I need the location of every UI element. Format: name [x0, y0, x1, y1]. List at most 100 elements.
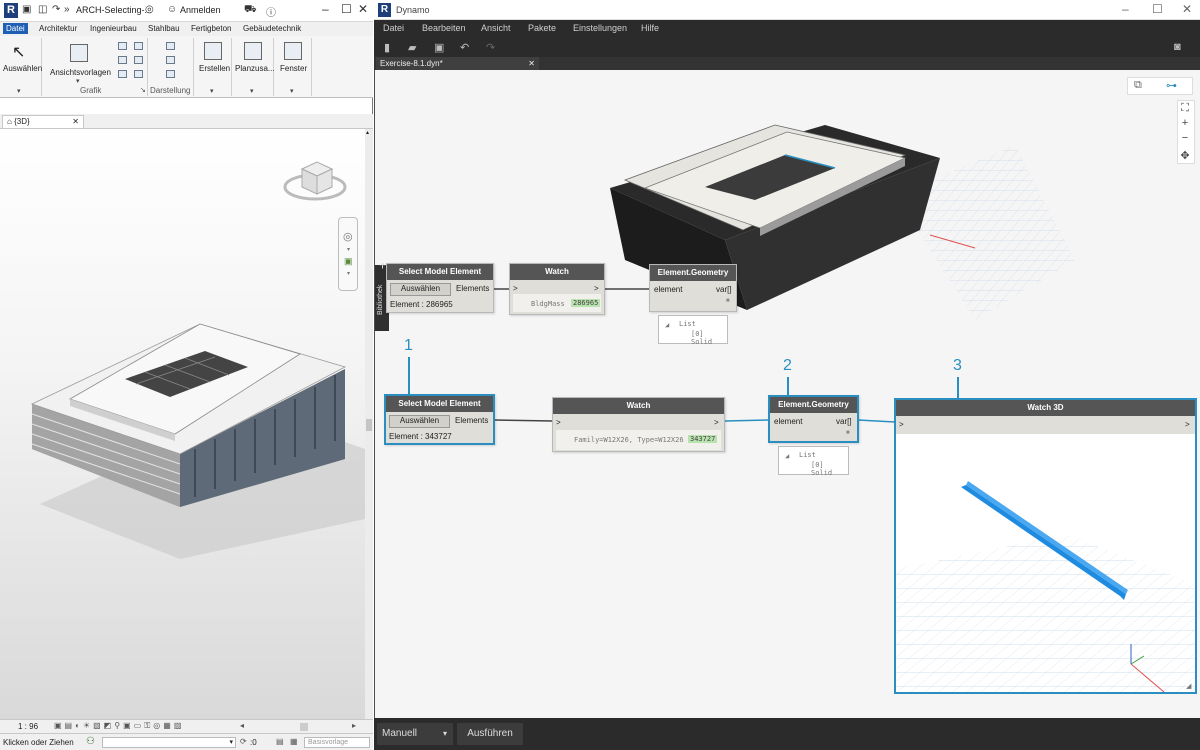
- display-icon-3[interactable]: [166, 70, 175, 78]
- revit-3d-view[interactable]: ◎ ▾ ▣ ▾: [0, 129, 365, 719]
- zoom-in-icon[interactable]: +: [1181, 117, 1189, 129]
- new-file-icon[interactable]: ▮: [384, 42, 391, 54]
- scroll-right-icon[interactable]: ▸: [352, 721, 357, 730]
- output-port[interactable]: >: [1185, 420, 1190, 429]
- chevron-down-icon[interactable]: ▾: [250, 88, 254, 95]
- redo-icon[interactable]: ↷: [486, 42, 496, 54]
- library-tab[interactable]: ➔ Bibliothek: [375, 262, 389, 331]
- binoculars-icon[interactable]: ◎: [145, 4, 154, 15]
- input-port[interactable]: >: [556, 418, 561, 427]
- watch-3d-viewport[interactable]: ◢: [896, 434, 1195, 692]
- fit-view-icon[interactable]: ⛶: [1181, 102, 1189, 114]
- help-icon[interactable]: ⓘ: [266, 8, 276, 19]
- create-label[interactable]: Erstellen: [199, 64, 231, 73]
- tab-fertigbeton[interactable]: Fertigbeton: [191, 24, 232, 33]
- sheet-group[interactable]: Planzusa... ▾: [232, 38, 275, 96]
- view-tab-3d[interactable]: ⌂ {3D} ✕: [2, 115, 84, 128]
- worksets-icon[interactable]: ⚇: [86, 736, 95, 747]
- output-port-var[interactable]: var[]: [836, 417, 852, 426]
- chevron-down-icon[interactable]: ▾: [347, 247, 351, 253]
- steering-wheel-icon[interactable]: ◎: [343, 231, 353, 243]
- tab-ingenieurbau[interactable]: Ingenieurbau: [90, 24, 137, 33]
- more-icon[interactable]: »: [64, 4, 70, 15]
- redo-icon[interactable]: ↷: [52, 4, 61, 15]
- menu-bearbeiten[interactable]: Bearbeiten: [422, 23, 466, 33]
- select-model-element-node-top[interactable]: Select Model Element Auswählen Elements …: [386, 263, 494, 313]
- output-port[interactable]: >: [714, 418, 719, 427]
- view-control-icons[interactable]: ▣▤◐☀▧◩⚲▣▭⚿◎▦▨: [54, 721, 185, 730]
- minimize-icon[interactable]: –: [322, 2, 329, 16]
- window-label[interactable]: Fenster: [280, 64, 308, 73]
- view-scale[interactable]: 1 : 96: [18, 722, 39, 731]
- run-button[interactable]: Ausführen: [457, 723, 523, 745]
- create-group[interactable]: Erstellen ▾: [194, 38, 232, 96]
- user-icon[interactable]: ☺: [167, 4, 178, 15]
- menu-ansicht[interactable]: Ansicht: [481, 23, 511, 33]
- scroll-left-icon[interactable]: ◂: [240, 721, 245, 730]
- geometry-view-icon[interactable]: ⧉: [1134, 79, 1142, 91]
- select-button[interactable]: Auswählen: [390, 283, 451, 296]
- expand-icon[interactable]: ◢: [785, 452, 790, 460]
- close-icon[interactable]: ✕: [358, 2, 369, 16]
- output-port-elements[interactable]: Elements: [456, 284, 490, 293]
- watch-3d-node[interactable]: Watch 3D > > ◢: [894, 398, 1197, 694]
- menu-datei[interactable]: Datei: [383, 23, 405, 33]
- close-tab-icon[interactable]: ✕: [528, 59, 535, 68]
- render-icon[interactable]: [134, 70, 143, 78]
- output-port[interactable]: >: [594, 284, 599, 293]
- navigation-bar[interactable]: ◎ ▾ ▣ ▾: [338, 217, 358, 291]
- lacing-icon[interactable]: ■: [846, 430, 850, 436]
- open-icon[interactable]: ◫: [38, 4, 48, 15]
- tab-stahlbau[interactable]: Stahlbau: [148, 24, 180, 33]
- display-icon-1[interactable]: [166, 42, 175, 50]
- chevron-down-icon[interactable]: ▾: [76, 78, 80, 85]
- element-geometry-node-top[interactable]: Element.Geometry element var[] ■: [649, 264, 737, 312]
- cart-icon[interactable]: ⛟: [244, 4, 257, 15]
- view-cube-icon[interactable]: [282, 149, 352, 209]
- sign-in-button[interactable]: Anmelden: [180, 5, 221, 15]
- tab-exercise-file[interactable]: Exercise-8.1.dyn* ✕: [376, 57, 539, 70]
- save-icon[interactable]: ▣: [434, 42, 445, 54]
- workset-dropdown[interactable]: ▾: [102, 737, 236, 748]
- sheet-label[interactable]: Planzusa...: [235, 64, 275, 73]
- graph-view-icon[interactable]: ⊶: [1166, 80, 1177, 92]
- menu-hilfe[interactable]: Hilfe: [641, 23, 660, 33]
- menu-pakete[interactable]: Pakete: [528, 23, 557, 33]
- revit-scrollbar[interactable]: ▴: [365, 129, 373, 719]
- visibility-icon[interactable]: [118, 42, 127, 50]
- zoom-out-icon[interactable]: −: [1181, 132, 1189, 144]
- chevron-down-icon[interactable]: ▾: [347, 271, 351, 277]
- display-icon-2[interactable]: [166, 56, 175, 64]
- scroll-thumb[interactable]: [366, 419, 372, 431]
- save-icon[interactable]: ▣: [22, 4, 32, 15]
- tab-architektur[interactable]: Architektur: [39, 24, 78, 33]
- input-port[interactable]: >: [899, 420, 904, 429]
- input-port-element[interactable]: element: [774, 417, 803, 426]
- sync-icon[interactable]: ⟳: [240, 737, 247, 746]
- thin-lines-icon[interactable]: [118, 56, 127, 64]
- view-toggle[interactable]: ⧉ ⊶: [1127, 77, 1193, 95]
- select-label[interactable]: Auswählen: [3, 64, 43, 73]
- select-group[interactable]: ↖ Auswählen ▾: [0, 38, 42, 96]
- design-option-icon[interactable]: ▦: [290, 737, 298, 746]
- minimize-icon[interactable]: –: [1122, 2, 1129, 16]
- tab-datei[interactable]: Datei: [3, 23, 28, 34]
- watch-node-top[interactable]: Watch > > BldgMass 286965: [509, 263, 605, 315]
- select-model-element-node-bottom[interactable]: Select Model Element Auswählen Elements …: [384, 394, 495, 445]
- dynamo-canvas[interactable]: ➔ Bibliothek ⧉ ⊶ ⛶ + − ✥ Select Model El…: [374, 70, 1200, 718]
- scroll-thumb-horizontal[interactable]: [300, 723, 308, 731]
- output-port-elements[interactable]: Elements: [455, 416, 489, 425]
- expand-icon[interactable]: ◢: [665, 321, 670, 329]
- pan-icon[interactable]: ✥: [1180, 150, 1190, 162]
- input-port[interactable]: >: [513, 284, 518, 293]
- element-geometry-node-bottom[interactable]: Element.Geometry element var[] ■: [768, 395, 859, 443]
- model-icon[interactable]: ▤: [276, 737, 284, 746]
- expand-icon[interactable]: ↘: [140, 87, 146, 94]
- watch-node-bottom[interactable]: Watch > > Family=W12X26, Type=W12X26 343…: [552, 397, 725, 452]
- maximize-icon[interactable]: ☐: [341, 2, 352, 16]
- input-port-element[interactable]: element: [654, 285, 683, 294]
- select-button[interactable]: Auswählen: [389, 415, 450, 428]
- chevron-down-icon[interactable]: ▾: [290, 88, 294, 95]
- view-templates-label[interactable]: Ansichtsvorlagen: [50, 68, 111, 77]
- zoom-region-icon[interactable]: ▣: [344, 256, 353, 266]
